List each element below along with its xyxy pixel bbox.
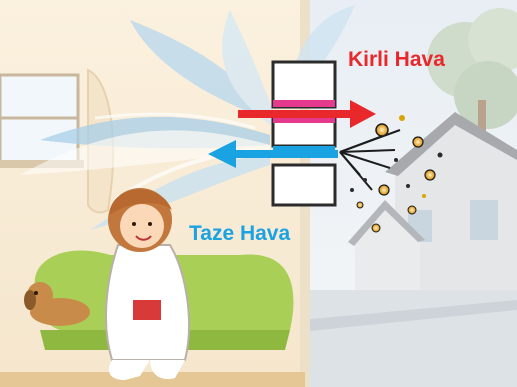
dirty-air-label: Kirli Hava: [348, 48, 445, 72]
ventilation-unit: [273, 62, 335, 205]
fresh-air-arrow-shaft: [228, 150, 338, 158]
floor: [0, 372, 305, 387]
book: [133, 300, 161, 320]
fresh-air-label: Taze Hava: [189, 222, 290, 246]
unit-top-stripe: [273, 100, 335, 107]
unit-mid-stripe: [273, 118, 335, 123]
dirty-air-arrow-shaft: [238, 110, 358, 118]
